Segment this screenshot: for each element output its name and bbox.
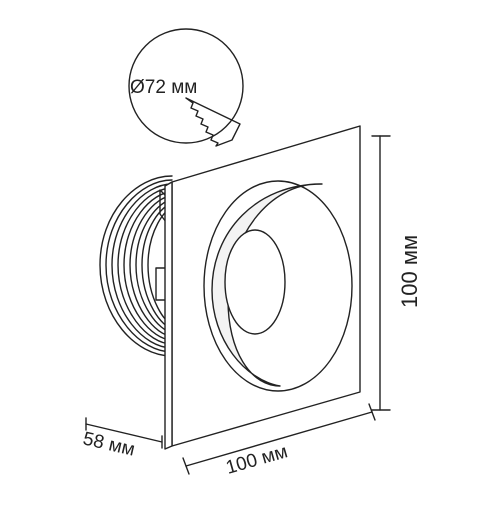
- saw-blade-icon: [185, 97, 241, 147]
- lamp-aperture: [224, 229, 286, 335]
- body-outline: [99, 175, 173, 357]
- cutout-detail-circle: [128, 28, 244, 144]
- cutout-detail: [128, 28, 244, 147]
- spring-body: [99, 175, 173, 357]
- width-dimension-line: [182, 403, 376, 475]
- depth-dimension-line: [85, 417, 163, 449]
- height-label: 100 мм: [397, 235, 422, 308]
- depth-label: 58 мм: [81, 428, 137, 460]
- width-label: 100 мм: [224, 441, 290, 479]
- plate-edge: [164, 181, 173, 450]
- cutout-diameter-label: Ø72 мм: [130, 77, 197, 98]
- height-dimension-line: [371, 135, 391, 411]
